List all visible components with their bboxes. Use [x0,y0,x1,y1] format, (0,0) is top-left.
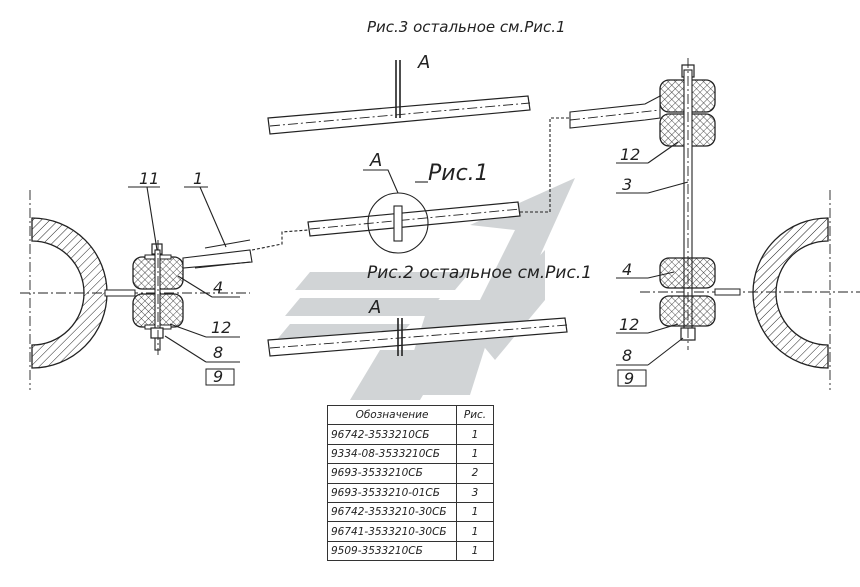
fig3-bar [267,60,531,135]
callout-12-right-top: 12 [620,145,640,164]
table-header-row: Обозначение Рис. [327,404,494,426]
cell-figure: 1 [456,424,494,445]
callout-8-right: 8 [622,346,632,365]
callout-12-left: 12 [211,318,231,337]
callout-4-left: 4 [213,278,223,297]
table-row: 96742-3533210СБ 1 [327,424,494,445]
callout-12-right: 12 [619,315,639,334]
cell-designation: 9693-3533210-01СБ [327,482,457,503]
table-row: 96742-3533210-30СБ 1 [327,501,494,523]
table-row: 9693-3533210СБ 2 [327,463,494,484]
callout-3: 3 [622,175,632,194]
cell-designation: 9693-3533210СБ [327,463,457,484]
view-a-label-fig2: A [368,297,381,318]
table-row: 9509-3533210СБ 1 [327,540,494,562]
table-row: 96741-3533210-30СБ 1 [327,521,494,542]
left-frame-section [20,190,250,390]
caption-fig3: Рис.3 остальное см.Рис.1 [367,18,566,36]
right-bolt-assembly [569,58,716,350]
callout-9-right: 9 [624,369,634,388]
caption-fig2: Рис.2 остальное см.Рис.1 [367,263,592,283]
fig1-bar [307,169,521,254]
callout-4-right: 4 [622,260,632,279]
callout-9-left: 9 [213,367,223,386]
cell-designation: 9509-3533210СБ [327,540,457,562]
fig2-bar [267,317,568,357]
caption-fig1: Рис.1 [428,161,489,186]
callout-1: 1 [193,169,203,188]
header-figure: Рис. [456,404,494,426]
cell-figure: 1 [456,540,494,562]
cell-figure: 2 [456,463,494,484]
spec-table: Обозначение Рис. 96742-3533210СБ 1 9334-… [327,404,494,562]
right-callouts: 12 3 4 12 8 9 [616,141,689,388]
cell-figure: 1 [456,443,494,465]
cell-designation: 9334-08-3533210СБ [327,443,457,465]
callout-8-left: 8 [213,343,223,362]
header-designation: Обозначение [327,404,457,426]
cell-figure: 1 [456,521,494,542]
cell-designation: 96742-3533210СБ [327,424,457,445]
cell-figure: 1 [456,501,494,523]
cell-designation: 96742-3533210-30СБ [327,501,457,523]
view-a-label-fig1: A [369,150,382,171]
left-callouts: 11 1 4 12 8 9 [128,169,240,386]
callout-11: 11 [139,169,159,188]
view-a-label-fig3: A [417,52,430,73]
table-row: 9693-3533210-01СБ 3 [327,482,494,503]
right-frame-section [640,190,860,390]
cell-figure: 3 [456,482,494,503]
cell-designation: 96741-3533210-30СБ [327,521,457,542]
table-row: 9334-08-3533210СБ 1 [327,443,494,465]
